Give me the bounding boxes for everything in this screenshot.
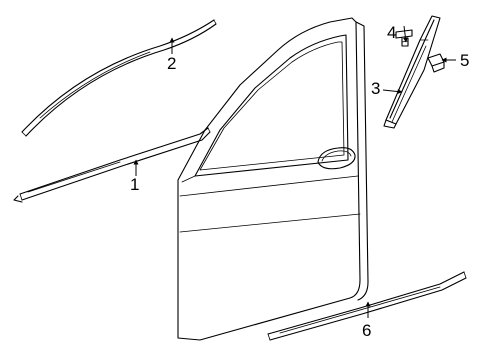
door-panel bbox=[177, 17, 369, 341]
callout-3: 3 bbox=[371, 79, 381, 98]
leader-4 bbox=[402, 25, 408, 43]
lower-molding bbox=[267, 271, 467, 341]
mounting-bolt bbox=[395, 29, 413, 47]
callout-5: 5 bbox=[460, 51, 470, 70]
retainer-clip bbox=[427, 53, 445, 73]
callout-1: 1 bbox=[130, 175, 140, 194]
callout-2: 2 bbox=[167, 54, 177, 73]
callout-4: 4 bbox=[387, 23, 397, 42]
leader-lines bbox=[133, 25, 456, 318]
leader-3 bbox=[382, 89, 403, 95]
roof-molding bbox=[21, 19, 217, 137]
callout-6: 6 bbox=[362, 321, 372, 340]
belt-molding bbox=[13, 127, 211, 203]
